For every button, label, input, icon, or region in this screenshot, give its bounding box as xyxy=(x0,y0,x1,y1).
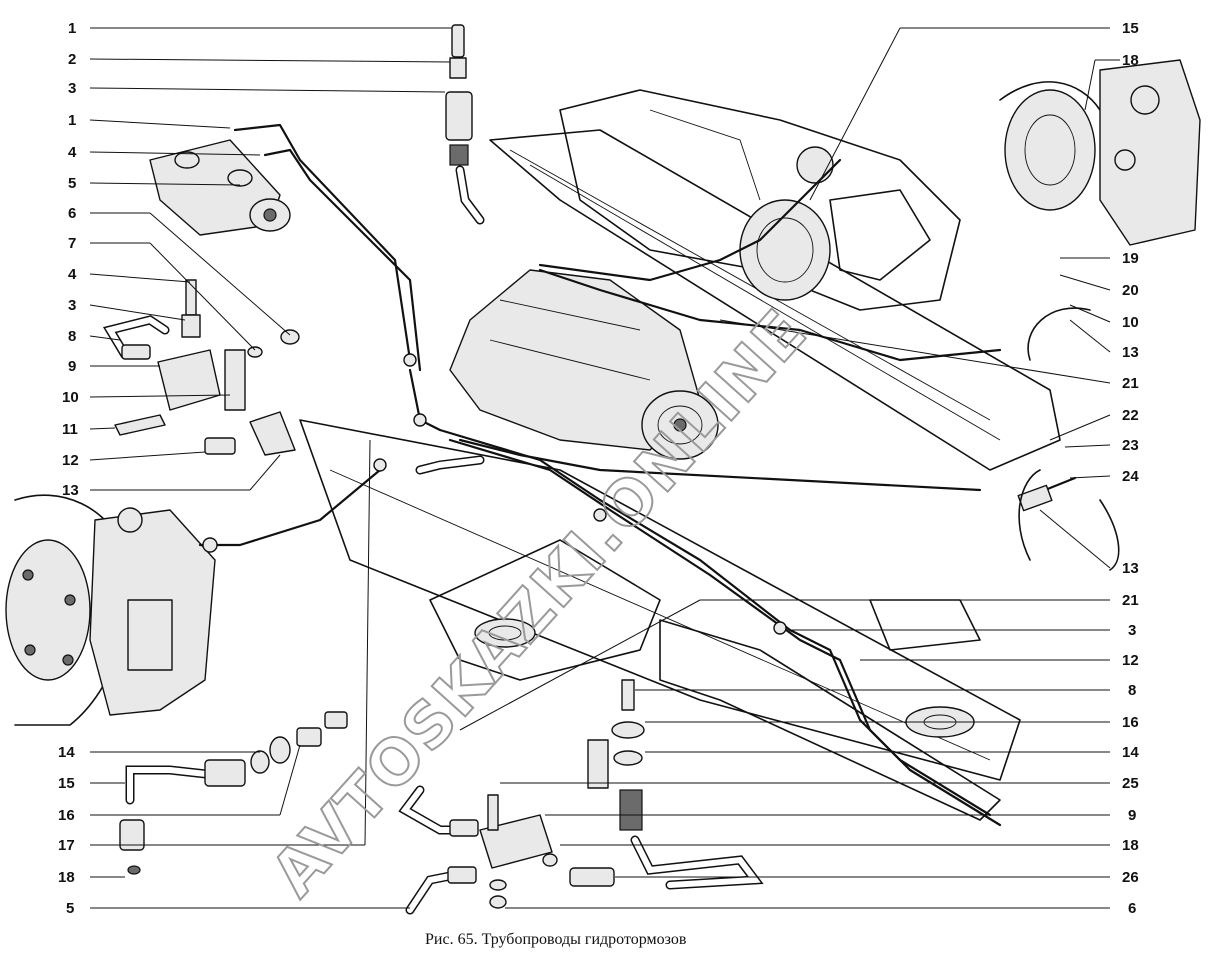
callout-label: 10 xyxy=(1122,314,1139,331)
callout-label: 9 xyxy=(1128,807,1136,824)
callout-label: 2 xyxy=(68,51,76,68)
callout-label: 21 xyxy=(1122,592,1139,609)
figure-caption: Рис. 65. Трубопроводы гидротормозов xyxy=(425,931,687,948)
front-disc-brake xyxy=(5,494,216,726)
callout-label: 6 xyxy=(1128,900,1136,917)
callout-label: 15 xyxy=(58,775,75,792)
callout-label: 12 xyxy=(1122,652,1139,669)
callout-label: 19 xyxy=(1122,250,1139,267)
leader-lines xyxy=(89,27,1120,909)
callout-label: 14 xyxy=(1122,744,1139,761)
hose-assembly-lower-left xyxy=(119,711,348,875)
callout-label: 26 xyxy=(1122,869,1139,886)
callouts-left: 1 2 3 1 4 5 6 7 4 3 8 9 10 11 12 13 xyxy=(62,20,79,499)
callout-label: 3 xyxy=(68,80,76,97)
rear-axle-differential xyxy=(449,269,719,460)
callout-label: 11 xyxy=(62,421,78,438)
callout-label: 1 xyxy=(68,20,76,37)
callout-label: 9 xyxy=(68,358,76,375)
hose-assembly-top xyxy=(445,24,485,225)
callout-label: 8 xyxy=(68,328,76,345)
rear-brake-drum xyxy=(999,59,1201,246)
callout-label: 3 xyxy=(1128,622,1136,639)
callout-label: 21 xyxy=(1122,375,1139,392)
callout-label: 13 xyxy=(1122,560,1139,577)
callout-label: 23 xyxy=(1122,437,1139,454)
callout-label: 10 xyxy=(62,389,79,406)
callout-label: 24 xyxy=(1122,468,1139,485)
callout-label: 20 xyxy=(1122,282,1139,299)
callout-label: 18 xyxy=(58,869,75,886)
tee-block-left xyxy=(103,279,300,456)
callout-label: 18 xyxy=(1122,837,1139,854)
callout-label: 5 xyxy=(66,900,74,917)
callout-label: 14 xyxy=(58,744,75,761)
callout-label: 13 xyxy=(62,482,79,499)
transmission-and-booster xyxy=(559,89,961,311)
tee-block-lower-right xyxy=(398,679,764,915)
callout-label: 16 xyxy=(58,807,75,824)
callout-label: 3 xyxy=(68,297,76,314)
callout-label: 4 xyxy=(68,144,77,161)
callout-label: 13 xyxy=(1122,344,1139,361)
callouts-right: 15 18 19 20 10 13 21 22 23 24 13 21 3 12… xyxy=(1122,20,1139,917)
callout-label: 17 xyxy=(58,837,75,854)
callout-label: 1 xyxy=(68,112,76,129)
callout-label: 5 xyxy=(68,175,76,192)
callout-label: 12 xyxy=(62,452,79,469)
callout-label: 4 xyxy=(68,266,77,283)
callout-label: 18 xyxy=(1122,52,1139,69)
callout-label: 25 xyxy=(1122,775,1139,792)
callout-label: 7 xyxy=(68,235,76,252)
callout-label: 16 xyxy=(1122,714,1139,731)
callout-label: 15 xyxy=(1122,20,1139,37)
callout-label: 6 xyxy=(68,205,76,222)
master-cylinder xyxy=(149,139,291,236)
callout-label: 22 xyxy=(1122,407,1139,424)
callouts-lower-left: 14 15 16 17 18 5 xyxy=(58,744,75,917)
callout-label: 8 xyxy=(1128,682,1136,699)
